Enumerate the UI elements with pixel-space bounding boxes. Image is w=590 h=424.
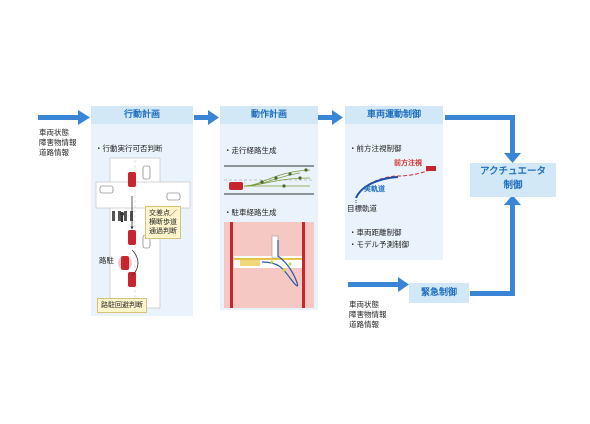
- motion-bullet-parking: ・駐車経路生成: [224, 208, 277, 217]
- intersection-callout: 交差点／ 横断歩道 通過判断: [145, 206, 181, 239]
- control-bullet-distance: ・車両距離制御: [349, 228, 402, 237]
- control-panel: [345, 106, 443, 260]
- behavior-bullet: ・行動実行可否判断: [95, 144, 163, 153]
- motion-bullet-travel: ・走行経路生成: [224, 146, 277, 155]
- input-road-info: 道路情報: [39, 148, 69, 157]
- target-label: 目標軌道: [347, 204, 377, 213]
- bottom-input-obstacle-info: 障害物情報: [349, 310, 387, 319]
- bottom-input-road-info: 道路情報: [349, 320, 379, 329]
- forward-label: 前方注視: [394, 159, 422, 167]
- motion-title: 動作計画: [220, 106, 318, 124]
- behavior-title: 行動計画: [91, 106, 193, 124]
- avoid-callout: 路駐回避判断: [97, 298, 147, 313]
- input-obstacle-info: 障害物情報: [39, 138, 77, 147]
- emergency-box: 緊急制御: [409, 283, 469, 303]
- input-vehicle-state: 車両状態: [39, 128, 69, 137]
- bottom-input-vehicle-state: 車両状態: [349, 300, 379, 309]
- actual-label: 実軌道: [364, 185, 385, 193]
- actuator-box: アクチュエータ 制御: [470, 163, 556, 197]
- control-bullet-model: ・モデル予測制御: [349, 240, 409, 249]
- parked-label: 路駐: [99, 256, 114, 265]
- control-title: 車両運動制御: [345, 106, 443, 124]
- control-bullet-forward: ・前方注視制御: [349, 144, 402, 153]
